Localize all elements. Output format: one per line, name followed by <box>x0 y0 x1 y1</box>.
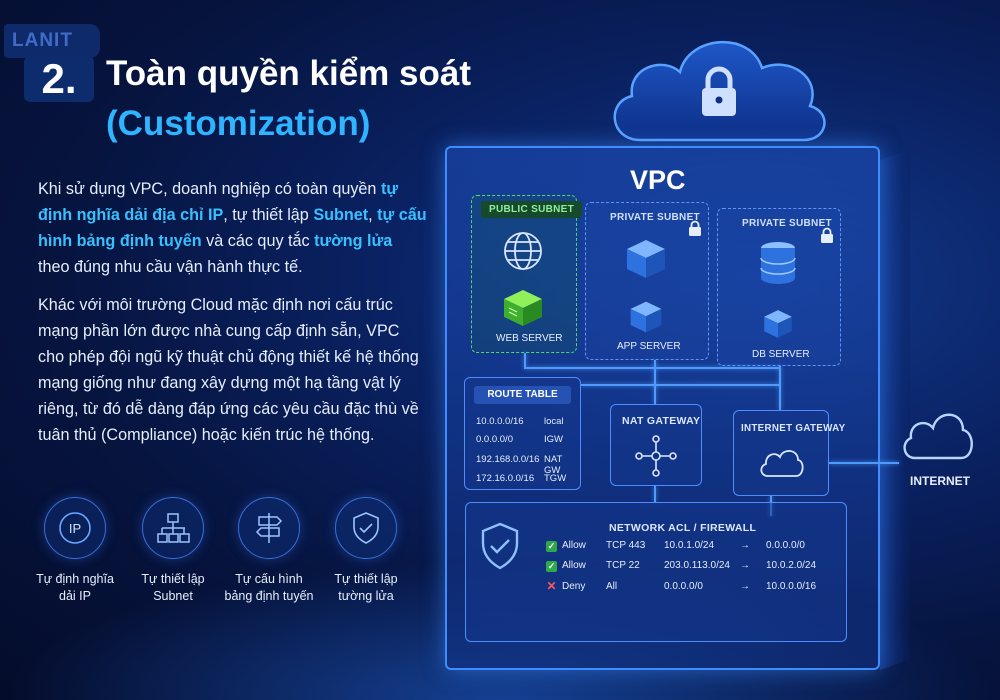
shield-check-icon <box>481 522 519 570</box>
private-subnet-label: PRIVATE SUBNET <box>742 218 832 229</box>
intro-paragraph: Khi sử dụng VPC, doanh nghiệp có toàn qu… <box>38 180 427 276</box>
internet-gateway <box>733 410 829 496</box>
app-server-icon <box>627 240 665 278</box>
vpc-label: VPC <box>630 165 686 195</box>
public-subnet <box>471 195 577 353</box>
db-server-icon <box>764 310 792 338</box>
signpost-icon <box>238 497 300 559</box>
detail-paragraph: Khác với môi trường Cloud mặc định nơi c… <box>38 296 419 444</box>
lock-icon <box>821 227 833 243</box>
hierarchy-icon <box>142 497 204 559</box>
public-subnet-label: PUBLIC SUBNET <box>481 201 583 218</box>
x-icon: ✕ <box>546 579 557 593</box>
connector-line <box>654 360 656 404</box>
network-hub-icon <box>635 435 677 477</box>
acl-title: NETWORK ACL / FIREWALL <box>609 522 757 534</box>
connector-line <box>524 353 526 367</box>
connector-line <box>654 486 656 502</box>
shield-check-icon <box>335 497 397 559</box>
database-icon <box>760 242 796 284</box>
globe-icon <box>504 232 542 270</box>
ip-icon: IP <box>44 497 106 559</box>
internet-cloud-icon <box>903 413 973 460</box>
nat-gateway-label: NAT GATEWAY <box>622 415 701 427</box>
brand-logo: LANIT <box>4 24 100 58</box>
svg-text:IP: IP <box>69 521 81 536</box>
private-subnet-label: PRIVATE SUBNET <box>610 212 700 223</box>
lock-icon <box>689 220 701 236</box>
internet-label: INTERNET <box>910 474 970 488</box>
step-number: 2. <box>24 55 94 102</box>
acl-row: ✓ Allow TCP 443 10.0.1.0/24 → 0.0.0.0/0 <box>546 540 805 552</box>
cloud-icon <box>760 450 804 477</box>
page-subtitle: (Customization) <box>106 104 371 143</box>
web-server-label: WEB SERVER <box>496 333 563 344</box>
check-icon: ✓ <box>546 561 557 572</box>
acl-row: ✓ Allow TCP 22 203.0.113.0/24 → 10.0.2.0… <box>546 560 817 572</box>
db-server-label: DB SERVER <box>752 349 810 360</box>
app-server-icon <box>630 301 662 333</box>
cloud-lock-icon <box>613 41 826 142</box>
acl-row: ✕ Deny All 0.0.0.0/0 → 10.0.0.0/16 <box>546 579 817 593</box>
app-server-label: APP SERVER <box>617 341 681 352</box>
connector-line <box>581 384 780 386</box>
internet-gateway-label: INTERNET GATEWAY <box>741 423 846 434</box>
private-subnet-db <box>717 208 841 366</box>
web-server-icon <box>504 290 542 326</box>
check-icon: ✓ <box>546 541 557 552</box>
internet-connector <box>829 462 899 464</box>
route-table-title: ROUTE TABLE <box>474 386 571 404</box>
page-title: Toàn quyền kiểm soát <box>106 54 471 93</box>
connector-line <box>524 367 780 369</box>
connector-line <box>779 366 781 410</box>
network-acl-firewall <box>465 502 847 642</box>
private-subnet-app <box>585 202 709 360</box>
